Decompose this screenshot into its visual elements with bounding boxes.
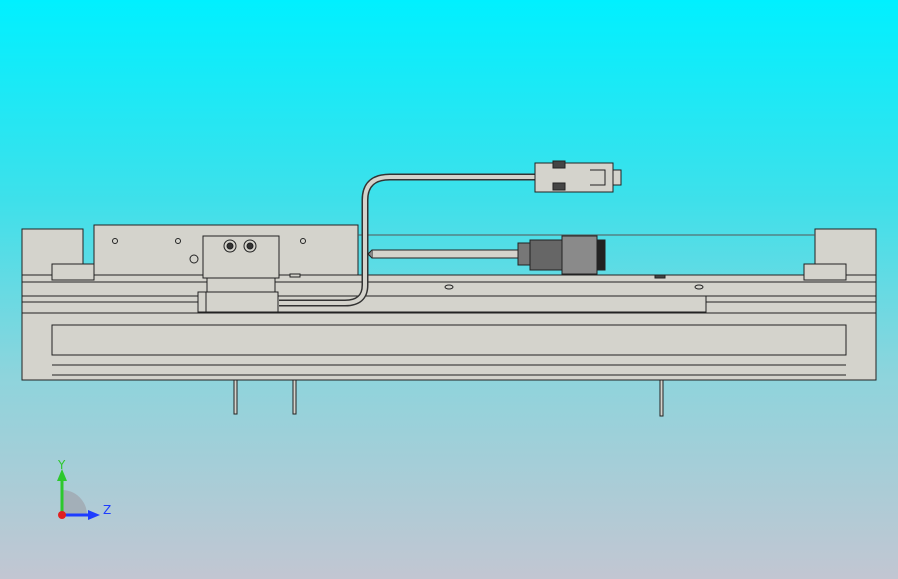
x-axis-icon — [58, 511, 66, 519]
screw — [189, 254, 199, 264]
screw — [300, 238, 306, 244]
end-block-left — [51, 263, 95, 281]
triad-z-label: Z — [103, 503, 111, 517]
motor-connector-cap — [596, 239, 606, 271]
triad-y-label: Y — [57, 458, 66, 472]
triad-quadrant — [62, 490, 87, 515]
carriage-base — [206, 277, 276, 293]
y-arrow-icon — [57, 469, 67, 481]
sensor-plate — [197, 291, 207, 313]
mounting-pin — [659, 379, 664, 417]
rail-mark — [654, 274, 666, 279]
screw — [175, 238, 181, 244]
mounting-pin — [292, 379, 297, 415]
sensor-cable-fill — [279, 175, 535, 305]
motor-cable — [371, 249, 523, 259]
bolt-hole — [246, 242, 254, 250]
mounting-pin — [233, 379, 238, 415]
bolt-hole — [226, 242, 234, 250]
cable-connector-tab — [552, 160, 566, 169]
z-arrow-icon — [88, 510, 100, 520]
rail-mark — [694, 284, 704, 290]
rail-mark — [289, 273, 301, 278]
end-block-right — [803, 263, 847, 281]
carriage-slider — [277, 295, 707, 313]
motor-connector-body — [529, 239, 563, 271]
carriage-block — [202, 235, 280, 279]
rail-mark — [444, 284, 454, 290]
screw — [112, 238, 118, 244]
coordinate-triad[interactable]: Y Z — [50, 455, 120, 530]
cable-connector-tab — [552, 182, 566, 191]
motor-connector-ring — [561, 235, 598, 275]
sensor-body — [204, 291, 279, 313]
inner-rail — [51, 324, 847, 356]
cable-connector-tip — [612, 169, 622, 186]
cable-connector-detail — [590, 169, 606, 186]
motor-connector-nut — [517, 242, 531, 266]
motor-cable-end — [367, 249, 373, 259]
cable-connector-body — [534, 162, 614, 193]
